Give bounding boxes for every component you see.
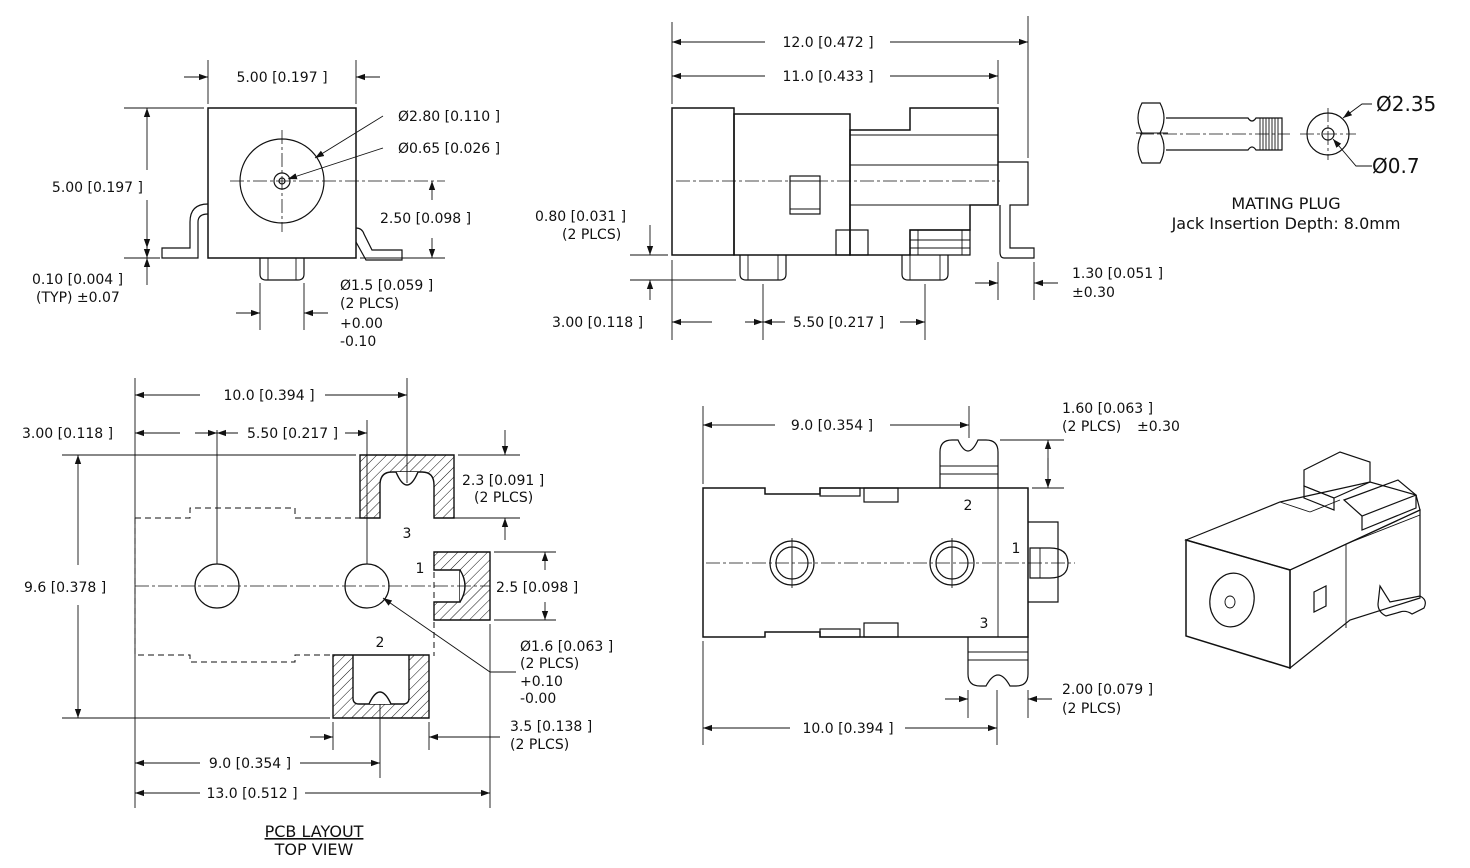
pcb-pad-height-label: 2.3 [0.091 ] bbox=[462, 473, 544, 489]
iso-front-face bbox=[1185, 539, 1291, 670]
iso-pin bbox=[1224, 595, 1236, 609]
front-peg bbox=[259, 258, 305, 281]
side-overall-label: 12.0 [0.472 ] bbox=[782, 35, 873, 51]
side-window bbox=[789, 175, 821, 215]
front-body bbox=[207, 107, 357, 259]
iso-side-face bbox=[1289, 509, 1421, 670]
side-peg-2 bbox=[901, 255, 949, 281]
pcb-pad-3 bbox=[359, 454, 455, 519]
side-tab bbox=[835, 229, 869, 256]
side-peg-height-label: 0.80 [0.031 ] bbox=[535, 209, 626, 225]
plug-outer-dia-label: Ø2.35 bbox=[1376, 92, 1436, 116]
top-pin-1-label: 1 bbox=[1012, 541, 1021, 557]
front-peg-tol-minus: -0.10 bbox=[340, 334, 376, 350]
top-body bbox=[702, 487, 1029, 638]
front-height-label: 5.00 [0.197 ] bbox=[52, 180, 143, 196]
side-peg-1 bbox=[739, 255, 787, 281]
top-lead-1 bbox=[1028, 521, 1059, 603]
front-right-lead bbox=[355, 227, 403, 261]
top-pin-3-label: 3 bbox=[980, 616, 989, 632]
side-lead bbox=[998, 161, 1035, 259]
pcb-pad-width-label: 3.5 [0.138 ] bbox=[510, 719, 592, 735]
top-lead-width-label: 1.60 [0.063 ] bbox=[1062, 401, 1153, 417]
front-peg-dia-label: Ø1.5 [0.059 ] bbox=[340, 278, 433, 294]
pcb-title: PCB LAYOUT bbox=[265, 822, 364, 841]
front-peg-plcs-label: (2 PLCS) bbox=[340, 296, 399, 312]
plug-title: MATING PLUG bbox=[1231, 194, 1340, 213]
front-view: 5.00 [0.197 ] 5.00 [0.197 ] Ø2.80 [0.110… bbox=[32, 60, 500, 350]
top-lead-2 bbox=[939, 439, 999, 488]
front-peg-tol-plus: +0.00 bbox=[340, 316, 383, 332]
top-lead-3 bbox=[967, 637, 1029, 687]
side-peg-pos-b: 5.50 [0.217 ] bbox=[793, 315, 884, 331]
pcb-pad1-height-label: 2.5 [0.098 ] bbox=[496, 580, 578, 596]
side-view: 12.0 [0.472 ] 11.0 [0.433 ] 0.80 [0.031 … bbox=[535, 16, 1163, 340]
front-pin-label: Ø0.65 [0.026 ] bbox=[398, 141, 500, 157]
iso-lead bbox=[1377, 584, 1426, 617]
top-dim-9-label: 9.0 [0.354 ] bbox=[791, 418, 873, 434]
side-peg-pos-a: 3.00 [0.118 ] bbox=[552, 315, 643, 331]
pcb-dim-9-label: 9.0 [0.354 ] bbox=[209, 756, 291, 772]
front-lead-thk-label: 0.10 [0.004 ] bbox=[32, 272, 123, 288]
plug-head bbox=[1137, 102, 1165, 164]
top-dim-10-label: 10.0 [0.394 ] bbox=[802, 721, 893, 737]
pcb-hole-dia-label: Ø1.6 [0.063 ] bbox=[520, 639, 613, 655]
side-lead-ext-tol: ±0.30 bbox=[1072, 285, 1115, 301]
pcb-dim-13-label: 13.0 [0.512 ] bbox=[206, 786, 297, 802]
pcb-hole-tol-plus: +0.10 bbox=[520, 674, 563, 690]
top-dim-2-plcs: (2 PLCS) bbox=[1062, 701, 1121, 717]
pcb-slot-2 bbox=[368, 691, 392, 705]
pcb-hole-tol-minus: -0.00 bbox=[520, 691, 556, 707]
pcb-pin-2-label: 2 bbox=[376, 635, 385, 651]
front-left-lead bbox=[161, 203, 209, 259]
top-pin-1 bbox=[1029, 547, 1069, 579]
side-mid-body bbox=[733, 113, 851, 256]
side-lead-ext-label: 1.30 [0.051 ] bbox=[1072, 266, 1163, 282]
top-pin-2-label: 2 bbox=[964, 498, 973, 514]
pcb-pad-height-plcs: (2 PLCS) bbox=[474, 490, 533, 506]
front-hole-outer-label: Ø2.80 [0.110 ] bbox=[398, 109, 500, 125]
plug-knurl bbox=[1259, 118, 1279, 150]
front-width-label: 5.00 [0.197 ] bbox=[236, 70, 327, 86]
pcb-pin-1-label: 1 bbox=[416, 561, 425, 577]
side-rear-body bbox=[849, 107, 999, 256]
pcb-subtitle: TOP VIEW bbox=[274, 840, 354, 859]
pcb-pos-b-label: 5.50 [0.217 ] bbox=[247, 426, 338, 442]
side-front-block bbox=[671, 107, 735, 256]
pcb-pos-a-label: 3.00 [0.118 ] bbox=[22, 426, 113, 442]
pcb-pin-3-label: 3 bbox=[403, 526, 412, 542]
pcb-overall-height-label: 9.6 [0.378 ] bbox=[24, 580, 106, 596]
top-view: 2 1 3 9.0 [0.354 ] 1.60 [0.063 ] (2 PLCS… bbox=[702, 401, 1180, 745]
iso-view bbox=[1184, 451, 1426, 670]
plug-pin-dia-label: Ø0.7 bbox=[1372, 154, 1420, 178]
top-lead-width-tol: ±0.30 bbox=[1137, 419, 1180, 435]
side-peg-height-plcs: (2 PLCS) bbox=[562, 227, 621, 243]
plug-depth: Jack Insertion Depth: 8.0mm bbox=[1171, 214, 1401, 233]
pcb-pad-width-plcs: (2 PLCS) bbox=[510, 737, 569, 753]
front-center-height-label: 2.50 [0.098 ] bbox=[380, 211, 471, 227]
side-body-label: 11.0 [0.433 ] bbox=[782, 69, 873, 85]
top-lead-width-plcs: (2 PLCS) bbox=[1062, 419, 1121, 435]
top-dim-2-label: 2.00 [0.079 ] bbox=[1062, 682, 1153, 698]
mating-plug: Ø2.35 Ø0.7 MATING PLUG Jack Insertion De… bbox=[1136, 92, 1436, 233]
pcb-layout: 10.0 [0.394 ] 3.00 [0.118 ] 5.50 [0.217 … bbox=[22, 378, 613, 859]
front-lead-typ-label: (TYP) ±0.07 bbox=[36, 290, 120, 306]
pcb-hole-spacing-label: 10.0 [0.394 ] bbox=[223, 388, 314, 404]
iso-socket bbox=[1209, 572, 1255, 628]
pcb-pad-2 bbox=[332, 654, 430, 719]
pcb-hole-dia-plcs: (2 PLCS) bbox=[520, 656, 579, 672]
